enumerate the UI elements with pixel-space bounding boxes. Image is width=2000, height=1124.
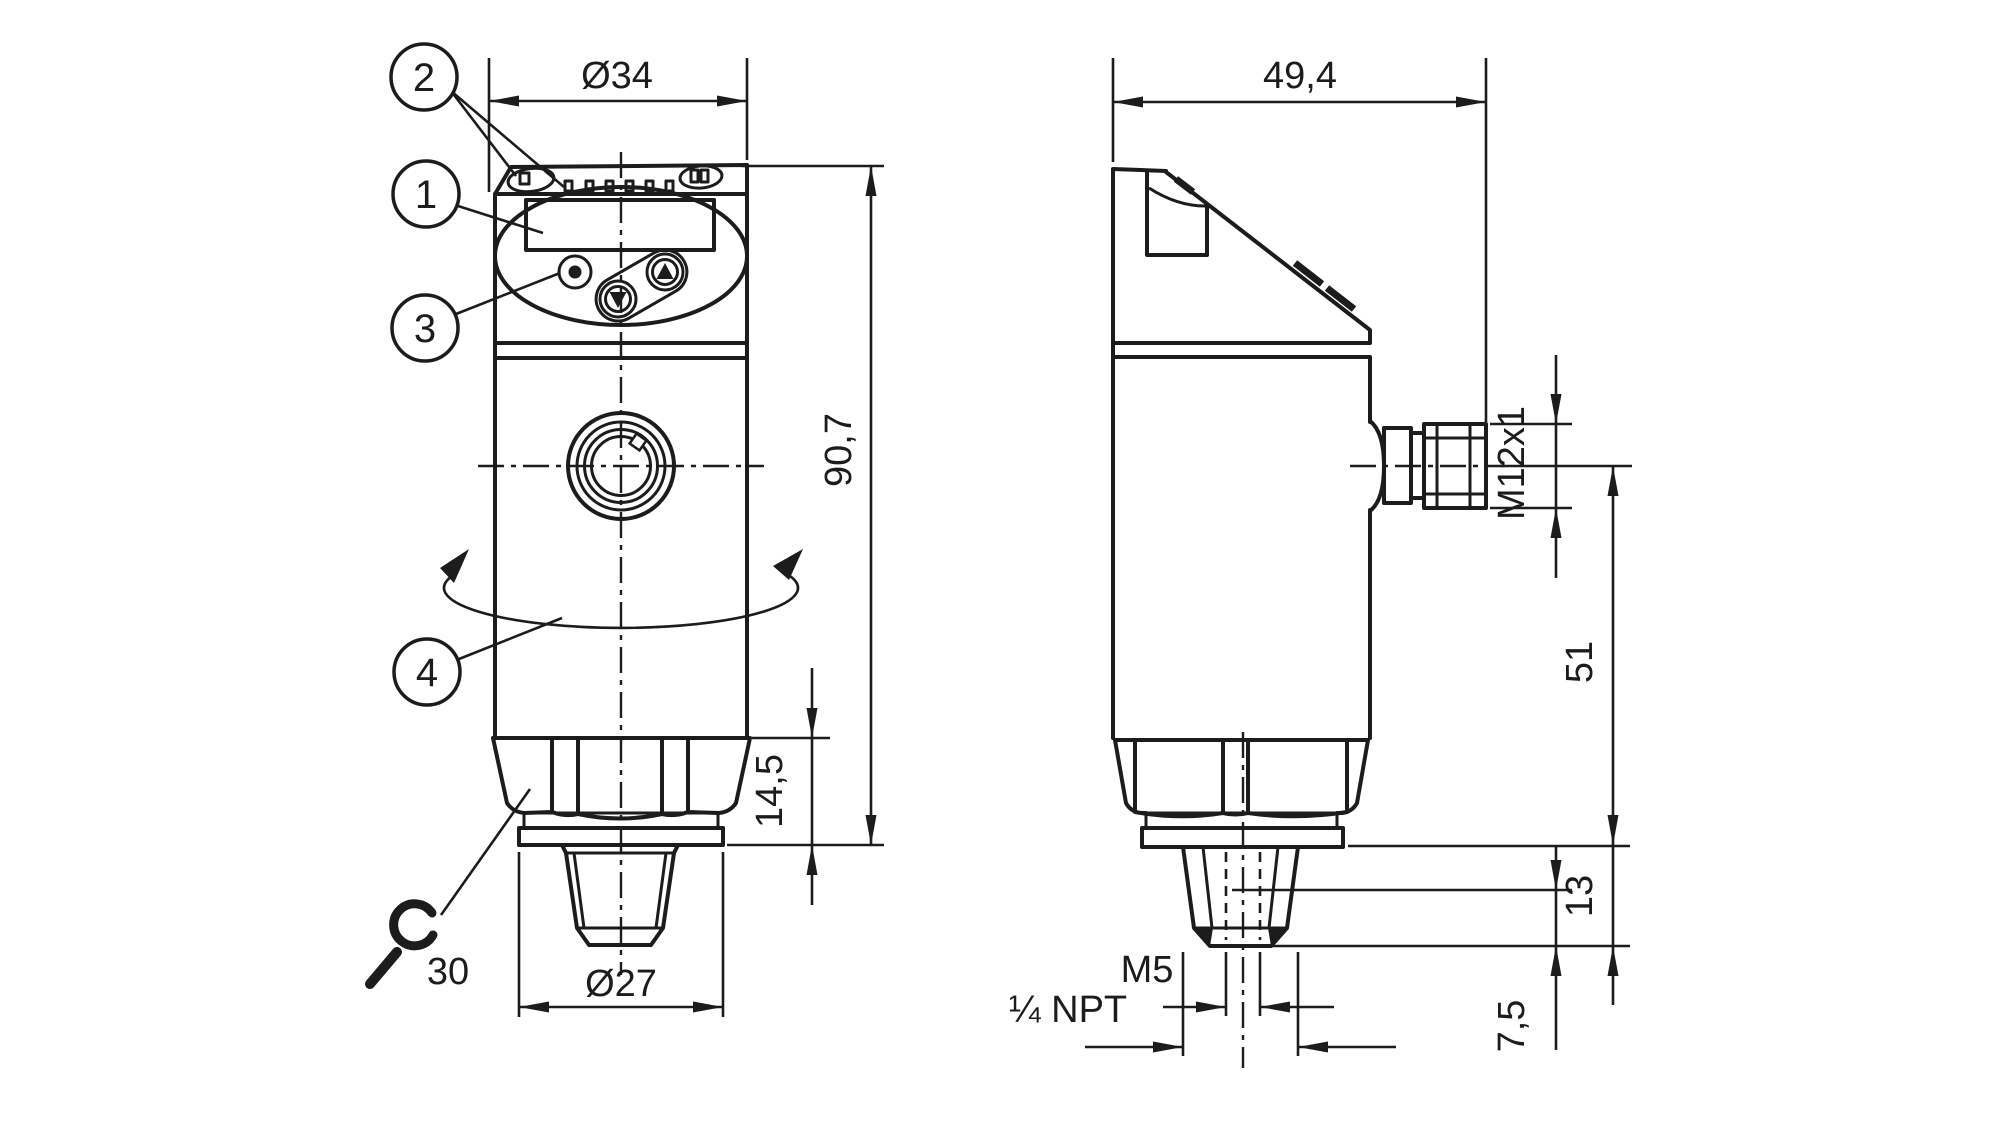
down-button [598,279,638,319]
down-arrow-icon [609,292,627,308]
up-arrow-icon [656,263,674,279]
arrow-buttons [594,248,689,323]
slant-led-marks [1292,260,1357,312]
callout-4-number: 4 [416,651,438,695]
process-thread-front [560,843,680,947]
process-thread-side [1181,845,1300,948]
neck-ring [493,341,749,360]
button-pill-outline [594,248,689,323]
dim-head-diameter: Ø34 [487,55,749,192]
dim-overall-height: 90,7 [727,164,884,847]
callout-2-number: 2 [413,56,435,100]
face-panel [493,185,749,327]
callout-1-number: 1 [415,173,437,217]
dim-label-head-diameter: Ø34 [581,55,653,97]
dim-label-depth: 49,4 [1263,55,1337,97]
dim-aux-thread: M5 [1121,949,1334,1016]
display-window-side [1145,169,1209,257]
side-outline [1111,167,1372,740]
dim-label-process-thread-length: 13 [1559,875,1601,917]
led-window-right [678,164,724,190]
front-view: Ø34 90,7 14,5 Ø27 [365,42,884,1017]
sealing-washers [517,811,725,847]
dim-label-hex-height: 14,5 [749,754,791,828]
wrench-size-label: 30 [427,951,469,993]
dim-process-connection: ¼ NPT [1009,952,1396,1056]
hex-nut [491,736,752,821]
set-button [557,254,593,290]
dim-label-overall-height: 90,7 [818,413,860,487]
dim-label-connector-thread: M12x1 [1491,406,1533,520]
dim-process-thread-length: 13 [1271,845,1630,1005]
dim-aux-thread-depth: 7,5 [1232,845,1572,1052]
dim-sealing-washer-diameter: Ø27 [517,852,725,1017]
set-button-dot-icon [568,265,582,279]
dim-label-sealing-washer-diameter: Ø27 [585,963,657,1005]
m5-hidden-thread [1224,852,1262,940]
up-button [645,252,685,292]
side-view: 49,4 M12x1 51 13 [1009,55,1632,1068]
wrench-callout: 30 [365,788,532,993]
dim-hex-to-sealing-face: 14,5 [749,668,830,905]
led-window-left [506,166,556,194]
dim-depth: 49,4 [1111,55,1488,422]
keyway-notch [627,431,649,453]
dim-label-aux-thread: M5 [1121,949,1174,991]
front-centerlines [478,152,764,975]
led-chip-left [518,171,531,186]
rotation-arrow-icon [440,549,803,630]
callout-2: 2 [389,42,565,188]
dim-label-process-connection: ¼ NPT [1009,989,1127,1031]
dim-label-aux-thread-depth: 7,5 [1491,1000,1533,1053]
led-edge-mark [1173,176,1196,195]
wrench-icon [365,899,438,989]
dim-axis-to-sealing-face: 51 [1348,464,1632,848]
connector-socket [566,411,676,521]
dim-connector-thread: M12x1 [1490,355,1572,578]
callout-3-number: 3 [414,307,436,351]
callout-4: 4 [392,616,563,707]
callout-3: 3 [390,271,561,363]
callout-1: 1 [391,159,544,235]
dim-label-axis-to-sealing-face: 51 [1559,641,1601,683]
m12-connector [1350,419,1505,513]
hex-nut-side [1113,738,1370,819]
display [524,198,716,252]
